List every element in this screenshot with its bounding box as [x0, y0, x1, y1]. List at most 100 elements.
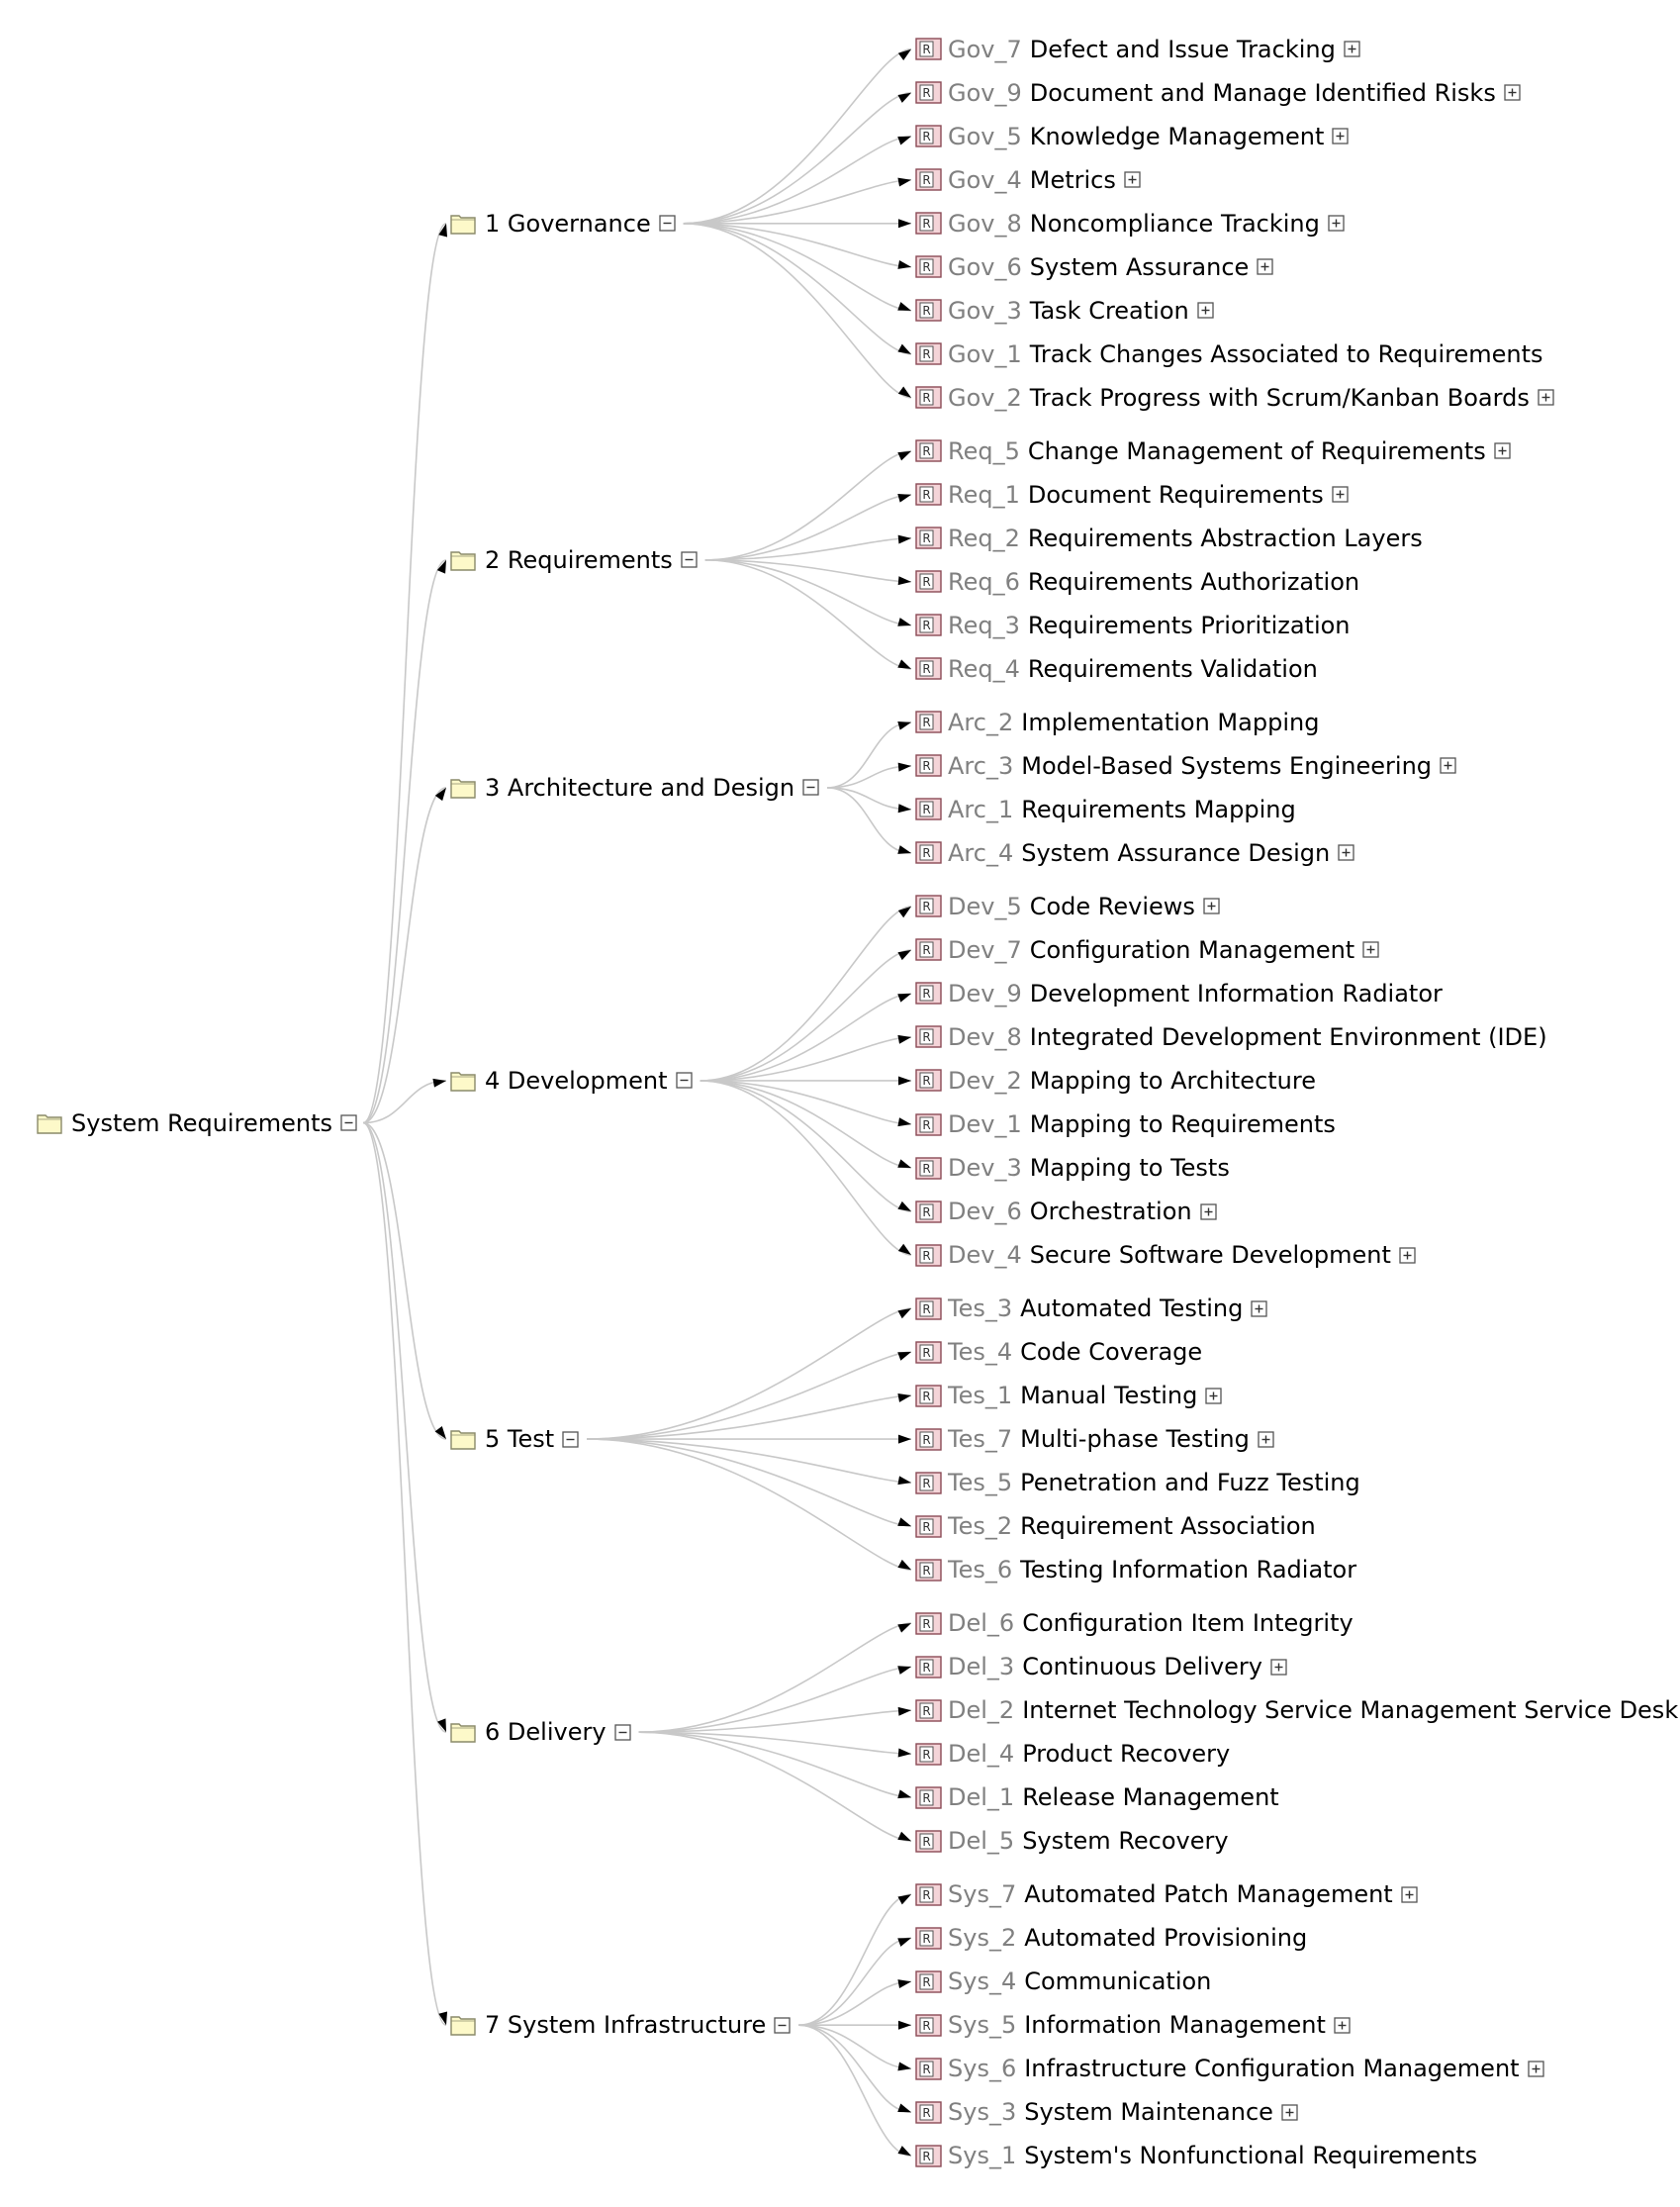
expand-icon[interactable]	[1332, 486, 1349, 503]
requirement-id: Req_2	[948, 524, 1020, 552]
requirement-id: Sys_6	[948, 2055, 1017, 2083]
expand-icon[interactable]	[1504, 84, 1521, 101]
expand-icon[interactable]	[1338, 844, 1354, 862]
requirement-label: System Assurance	[1029, 252, 1250, 281]
expand-icon[interactable]	[1332, 128, 1350, 144]
expand-icon[interactable]	[1258, 1430, 1274, 1448]
expand-icon[interactable]	[1399, 1246, 1416, 1264]
expand-icon[interactable]	[1199, 1202, 1217, 1220]
expand-icon[interactable]	[1362, 941, 1379, 959]
group-node-test[interactable]: 5 Test	[450, 1423, 579, 1455]
expand-icon[interactable]	[1401, 1886, 1418, 1903]
collapse-icon[interactable]	[340, 1114, 357, 1131]
expand-icon[interactable]	[1124, 171, 1141, 188]
collapse-icon[interactable]	[613, 1723, 631, 1741]
expand-icon[interactable]	[1205, 1387, 1222, 1404]
expand-icon[interactable]	[1440, 757, 1456, 775]
expand-icon[interactable]	[1328, 215, 1345, 232]
expand-icon[interactable]	[1527, 2061, 1544, 2077]
collapse-icon[interactable]	[681, 551, 698, 569]
connector-line	[683, 222, 912, 355]
svg-text:R: R	[922, 1748, 930, 1762]
expand-icon[interactable]	[1344, 41, 1360, 57]
expand-icon[interactable]	[1257, 258, 1273, 275]
root-node-system-requirements[interactable]: System Requirements	[37, 1107, 357, 1139]
expand-icon[interactable]	[1251, 1299, 1268, 1317]
expand-icon[interactable]	[1270, 1658, 1287, 1676]
requirement-id: Dev_9	[948, 979, 1022, 1008]
requirement-icon: R	[915, 1742, 942, 1766]
group-node-system-infrastructure[interactable]: 7 System Infrastructure	[450, 2009, 791, 2041]
expand-icon[interactable]	[1538, 389, 1554, 407]
collapse-icon[interactable]	[659, 215, 676, 232]
collapse-icon[interactable]	[675, 1072, 693, 1090]
connector-line	[700, 993, 912, 1082]
collapse-icon[interactable]	[802, 779, 819, 797]
expand-icon[interactable]	[1197, 302, 1214, 319]
collapse-icon[interactable]	[774, 2017, 791, 2034]
expand-icon[interactable]	[1334, 2017, 1351, 2034]
group-node-architecture-and-design[interactable]: 3 Architecture and Design	[450, 772, 819, 804]
group-number: 3	[485, 773, 501, 802]
expand-icon[interactable]	[1203, 898, 1220, 915]
connector-line	[700, 1080, 912, 1125]
expand-icon[interactable]	[1281, 2104, 1298, 2121]
group-node-requirements[interactable]: 2 Requirements	[450, 544, 698, 576]
connector-line	[704, 494, 912, 561]
group-node-development[interactable]: 4 Development	[450, 1065, 693, 1097]
expand-icon[interactable]	[1494, 442, 1511, 459]
requirement-id: Sys_7	[948, 1880, 1017, 1909]
group-node-delivery[interactable]: 6 Delivery	[450, 1716, 631, 1748]
group-node-governance[interactable]: 1 Governance	[450, 208, 676, 240]
collapse-icon[interactable]	[562, 1430, 579, 1448]
